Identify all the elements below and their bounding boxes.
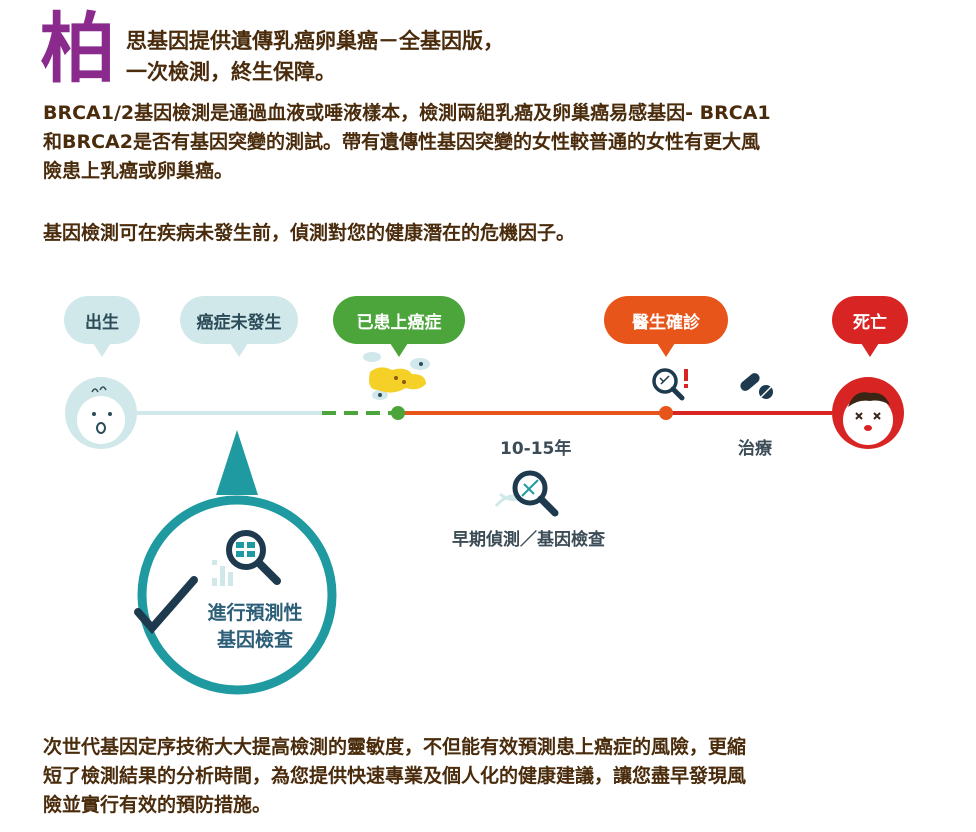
stage-death-bubble: 死亡 <box>832 296 908 357</box>
intro-paragraph-2: 基因檢測可在疾病未發生前，偵測對您的健康潛在的危機因子。 <box>43 222 576 244</box>
stage-death-label: 死亡 <box>853 312 887 333</box>
intro-line-3: 險患上乳癌或卵巢癌。 <box>43 160 234 182</box>
footer-line-2: 短了檢測結果的分析時間，為您提供快速專業及個人化的健康建議，讓您盡早發現風 <box>43 765 747 787</box>
predictive-test-label: 進行預測性 基因檢查 <box>195 600 315 654</box>
period-label: 10-15年 <box>500 439 572 459</box>
predictive-test-badge <box>134 430 337 695</box>
death-face-icon <box>832 377 904 449</box>
stage-cancer-label: 已患上癌症 <box>356 312 442 333</box>
intro-paragraph: BRCA1/2基因檢測是通過血液或唾液樣本，檢測兩組乳癌及卵巢癌易感基因- BR… <box>43 99 938 186</box>
predictive-test-line-1: 進行預測性 <box>207 602 303 624</box>
intro-line-2: 和BRCA2是否有基因突變的測試。帶有遺傳性基因突變的女性較普通的女性有更大風 <box>43 131 760 153</box>
bar-chart-magnifier-icon <box>212 530 281 586</box>
footer-line-3: 險並實行有效的預防措施。 <box>43 794 272 816</box>
diagnosis-dot <box>659 406 673 420</box>
headline: 思基因提供遺傳乳癌卵巢癌－全基因版， 一次檢測，終生保障。 <box>126 26 504 88</box>
diagnosis-magnifier-icon <box>652 368 688 401</box>
stage-cancer-bubble: 已患上癌症 <box>333 296 465 357</box>
pills-icon <box>740 373 773 399</box>
stage-diagnosis-bubble: 醫生確診 <box>604 296 728 357</box>
early-detection-label: 早期偵測／基因檢查 <box>452 530 605 550</box>
footer-line-1: 次世代基因定序技術大大提高檢測的靈敏度，不但能有效預測患上癌症的風險，更縮 <box>43 736 747 758</box>
intro-line-1: BRCA1/2基因檢測是通過血液或唾液樣本，檢測兩組乳癌及卵巢癌易感基因- BR… <box>43 102 771 124</box>
cancer-onset-dot <box>391 406 405 420</box>
stage-no-cancer-label: 癌症未發生 <box>196 312 282 333</box>
cancer-cell-icon <box>363 352 430 400</box>
brand-initial: 柏 <box>40 4 116 93</box>
headline-line-2: 一次檢測，終生保障。 <box>126 60 336 84</box>
stage-birth-label: 出生 <box>85 312 119 333</box>
footer-paragraph: 次世代基因定序技術大大提高檢測的靈敏度，不但能有效預測患上癌症的風險，更縮 短了… <box>43 733 938 820</box>
baby-face-icon <box>65 377 137 449</box>
stage-diagnosis-label: 醫生確診 <box>632 312 700 333</box>
predictive-test-line-2: 基因檢查 <box>216 629 293 651</box>
dna-magnifier-icon <box>494 470 559 517</box>
headline-line-1: 思基因提供遺傳乳癌卵巢癌－全基因版， <box>126 29 504 53</box>
stage-birth-bubble: 出生 <box>64 296 140 357</box>
stage-no-cancer-bubble: 癌症未發生 <box>180 296 298 357</box>
treatment-label: 治療 <box>738 439 772 459</box>
